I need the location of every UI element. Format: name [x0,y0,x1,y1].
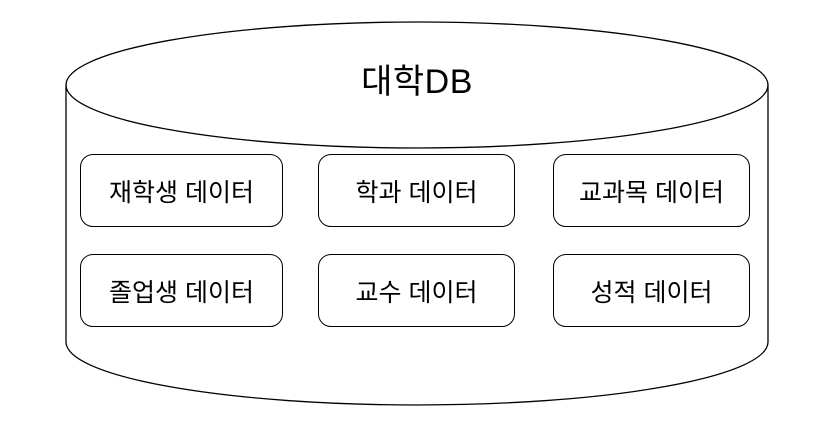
node-professor-data: 교수 데이터 [318,254,515,327]
cylinder-bottom-arc [65,341,769,406]
node-grade-data: 성적 데이터 [553,254,750,327]
node-department-data: 학과 데이터 [318,154,515,227]
node-enrolled-student-data: 재학생 데이터 [80,154,283,227]
node-course-data: 교과목 데이터 [553,154,750,227]
node-graduate-data: 졸업생 데이터 [80,254,283,327]
database-title: 대학DB [361,63,473,101]
